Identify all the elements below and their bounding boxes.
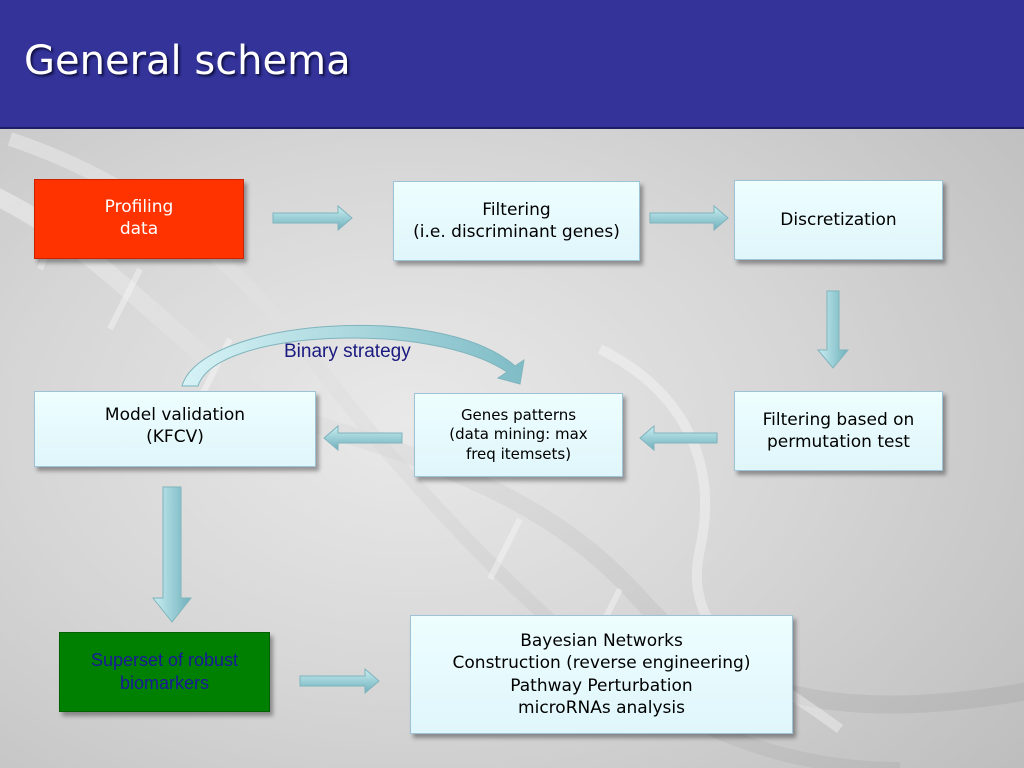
filtering-permutation-box: Filtering based on permutation test [734, 391, 943, 471]
bayesian-line-3: Pathway Perturbation [510, 675, 693, 696]
slide-title: General schema [24, 38, 351, 84]
superset-line-2: biomarkers [119, 673, 210, 694]
filtering-box: Filtering (i.e. discriminant genes) [393, 181, 640, 261]
profiling-line-1: Profiling [104, 197, 174, 217]
model-validation-box: Model validation (KFCV) [34, 391, 316, 467]
discretization-box: Discretization [734, 180, 943, 260]
bayesian-line-2: Construction (reverse engineering) [452, 653, 751, 674]
genes-patterns-line-3: freq itemsets) [465, 444, 572, 463]
model-validation-line-1: Model validation [104, 405, 246, 425]
model-validation-line-2: (KFCV) [146, 427, 204, 448]
profiling-data-box: Profiling data [34, 179, 244, 259]
bayesian-line-4: microRNAs analysis [518, 697, 685, 718]
binary-strategy-label: Binary strategy [284, 341, 411, 362]
slide-header: General schema [0, 0, 1024, 129]
bayesian-networks-box: Bayesian Networks Construction (reverse … [410, 615, 793, 734]
discretization-line-1: Discretization [780, 210, 897, 230]
bayesian-line-1: Bayesian Networks [520, 631, 683, 652]
genes-patterns-line-2: (data mining: max [449, 425, 588, 444]
filtering-permutation-line-1: Filtering based on [762, 409, 915, 430]
superset-line-1: Superset of robust [90, 650, 239, 670]
filtering-line-2: (i.e. discriminant genes) [413, 222, 620, 242]
genes-patterns-box: Genes patterns (data mining: max freq it… [414, 393, 623, 477]
superset-biomarkers-box: Superset of robust biomarkers [59, 632, 270, 712]
filtering-permutation-line-2: permutation test [767, 432, 910, 452]
genes-patterns-line-1: Genes patterns [460, 405, 577, 424]
filtering-line-1: Filtering [482, 199, 551, 220]
profiling-line-2: data [119, 219, 159, 240]
